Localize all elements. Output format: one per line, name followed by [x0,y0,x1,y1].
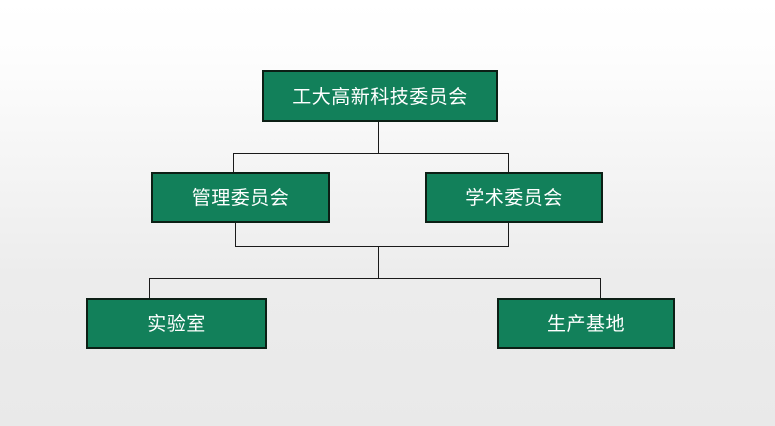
connector-level2-crossbar [233,153,509,154]
org-node-laboratory: 实验室 [86,298,267,349]
org-node-production-base-label: 生产基地 [546,314,625,335]
org-node-root: 工大高新科技委员会 [262,70,498,122]
org-node-production-base: 生产基地 [497,298,675,349]
org-node-management: 管理委员会 [151,172,330,223]
org-node-root-label: 工大高新科技委员会 [292,86,468,108]
connector-merge-crossbar [235,246,509,247]
org-node-management-label: 管理委员会 [191,188,290,209]
connector-root-trunk [378,122,379,153]
connector-drop-production-base [600,278,601,298]
connector-level3-crossbar [149,278,601,279]
connector-drop-management [233,153,234,173]
connector-academic-down [508,223,509,246]
connector-merge-trunk [378,246,379,278]
org-node-academic-label: 学术委员会 [465,188,563,209]
org-node-academic: 学术委员会 [425,172,603,223]
org-node-laboratory-label: 实验室 [147,314,206,335]
connector-drop-academic [508,153,509,173]
connector-management-down [235,223,236,246]
connector-drop-laboratory [149,278,150,298]
